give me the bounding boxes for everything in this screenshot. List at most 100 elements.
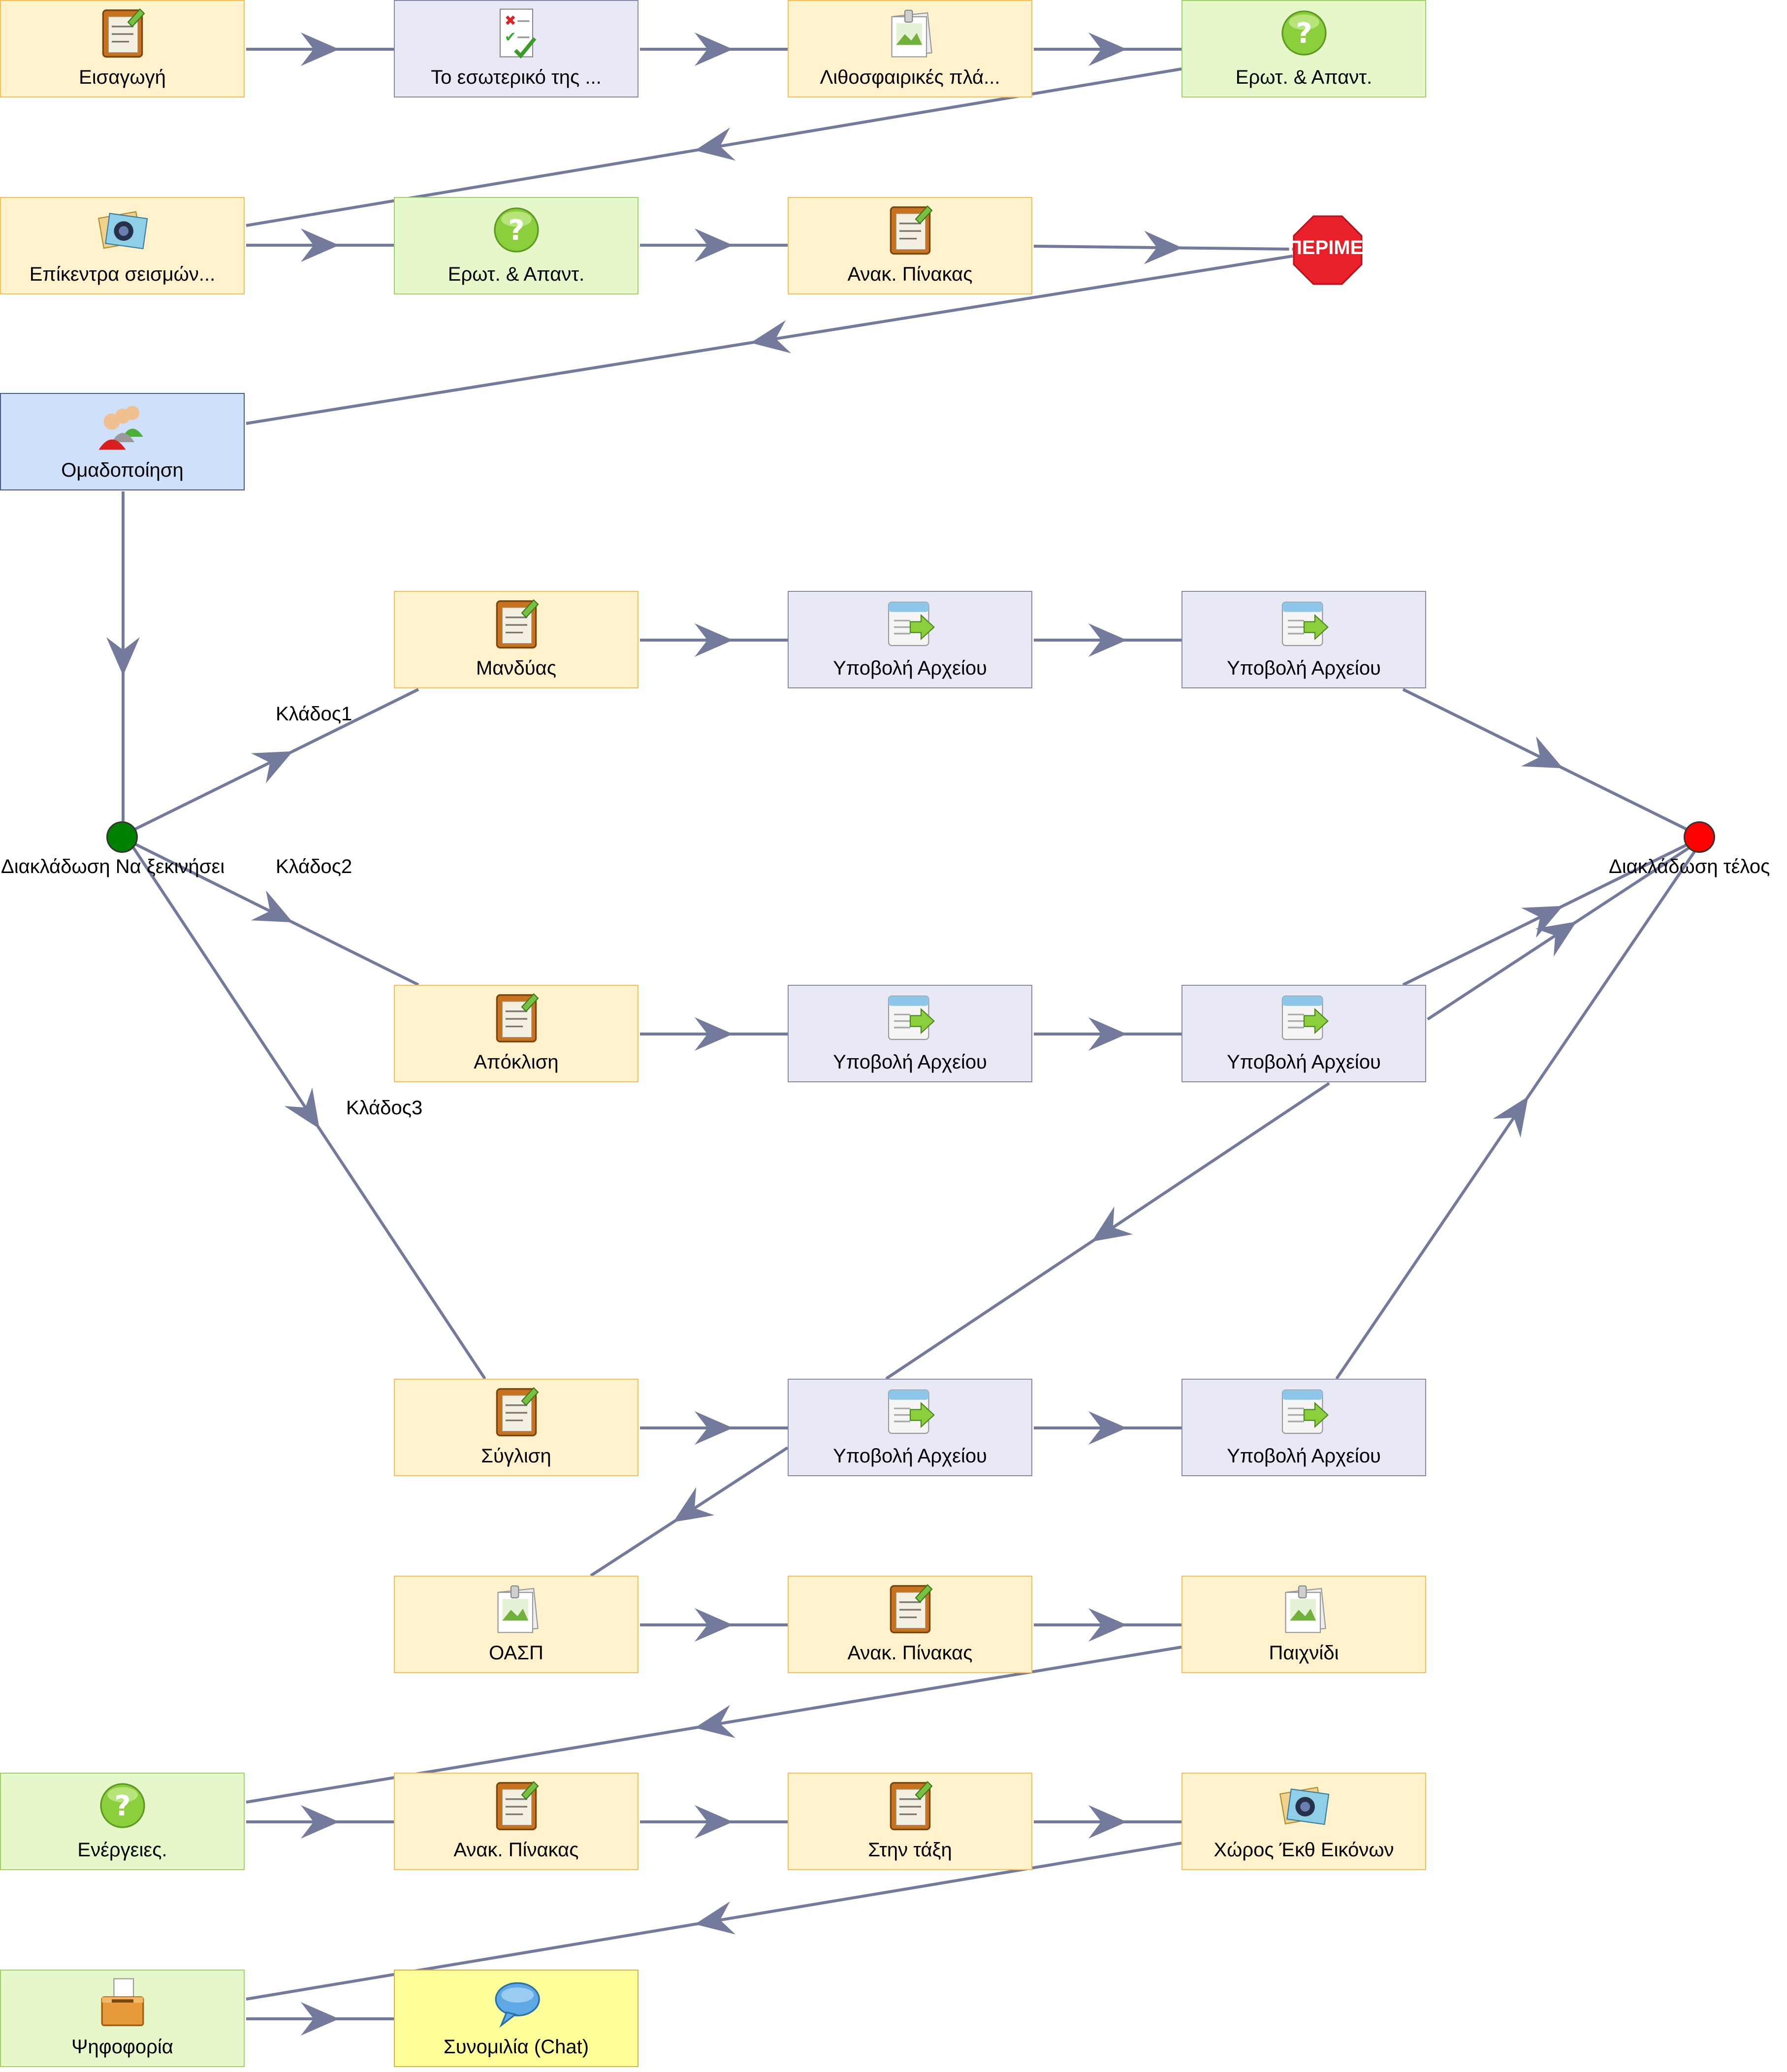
- activity-label: Υποβολή Αρχείου: [833, 1051, 987, 1073]
- connector-arrowhead: [1521, 906, 1563, 938]
- connector-arrowhead: [1088, 1805, 1127, 1839]
- upload-icon: [883, 597, 937, 651]
- svg-text:?: ?: [1296, 17, 1312, 50]
- activity-n19[interactable]: Ανακ. Πίνακας: [788, 1576, 1032, 1673]
- connector-arrowhead: [1088, 1411, 1127, 1445]
- activity-label: Ανακ. Πίνακας: [453, 1839, 579, 1861]
- gallery-icon: [1277, 1779, 1331, 1833]
- question-icon: ?: [96, 1779, 150, 1833]
- stop-label: ΠΕΡΙΜΕΝΕ: [1288, 237, 1368, 259]
- connector-arrowhead: [1088, 1017, 1127, 1051]
- activity-label: Λιθοσφαιρικές πλά...: [820, 66, 1000, 88]
- upload-icon: [1277, 597, 1331, 651]
- connector-arrowhead: [106, 637, 140, 676]
- activity-label: Χώρος Έκθ Εικόνων: [1213, 1839, 1394, 1861]
- activity-label: Σύγλιση: [481, 1445, 551, 1467]
- branch1-label: Κλάδος1: [276, 703, 352, 725]
- svg-text:✔: ✔: [504, 29, 516, 45]
- activity-label: Μανδύας: [476, 657, 556, 679]
- branch-start-label: Διακλάδωση Να ξεκινήσει: [1, 856, 225, 877]
- activity-n16[interactable]: Υποβολή Αρχείου: [788, 1379, 1032, 1476]
- upload-icon: [883, 1385, 937, 1439]
- connector-arrowhead: [301, 228, 339, 262]
- activity-n3[interactable]: Λιθοσφαιρικές πλά...: [788, 0, 1032, 97]
- activity-label: Ομαδοποίηση: [61, 459, 184, 481]
- activity-n8[interactable]: Ομαδοποίηση: [0, 393, 245, 490]
- activity-label: Επίκεντρα σεισμών...: [29, 263, 216, 285]
- branch-start-gateway[interactable]: [106, 821, 138, 853]
- activity-n4[interactable]: ? Ερωτ. & Απαντ.: [1181, 0, 1426, 97]
- branch-end-gateway[interactable]: [1684, 821, 1715, 853]
- activity-n12[interactable]: Απόκλιση: [394, 985, 638, 1082]
- activity-n11[interactable]: Υποβολή Αρχείου: [1181, 591, 1426, 688]
- connector-arrowhead: [695, 32, 733, 66]
- connector-arrowhead: [695, 623, 733, 657]
- notepad-icon: [489, 1385, 543, 1439]
- branch3-label: Κλάδος3: [346, 1097, 423, 1119]
- group-icon: [96, 399, 150, 453]
- activity-n2[interactable]: ✖✔ Το εσωτερικό της ...: [394, 0, 638, 97]
- connector-arrowhead: [1144, 230, 1182, 264]
- upload-icon: [883, 991, 937, 1045]
- notepad-icon: [489, 597, 543, 651]
- activity-n10[interactable]: Υποβολή Αρχείου: [788, 591, 1032, 688]
- connector-arrowhead: [1088, 623, 1127, 657]
- connector-arrowhead: [301, 2002, 339, 2036]
- activity-label: Παιχνίδι: [1269, 1642, 1339, 1664]
- activity-n24[interactable]: Χώρος Έκθ Εικόνων: [1181, 1773, 1426, 1870]
- activity-label: Υποβολή Αρχείου: [1227, 1445, 1381, 1467]
- connector-arrowhead: [695, 1411, 733, 1445]
- activity-n15[interactable]: Σύγλιση: [394, 1379, 638, 1476]
- stop-octagon-icon: [1293, 215, 1363, 285]
- activity-n5[interactable]: Επίκεντρα σεισμών...: [0, 197, 245, 294]
- upload-icon: [1277, 1385, 1331, 1439]
- branch2-label: Κλάδος2: [276, 856, 352, 877]
- activity-n21[interactable]: ? Ενέργειες.: [0, 1773, 245, 1870]
- activity-n13[interactable]: Υποβολή Αρχείου: [788, 985, 1032, 1082]
- connector-arrowhead: [1521, 736, 1563, 769]
- connector-arrowhead: [1091, 1206, 1133, 1242]
- activity-label: Το εσωτερικό της ...: [431, 66, 602, 88]
- notepad-icon: [96, 6, 150, 60]
- connector-arrowhead: [695, 128, 736, 161]
- activity-n26[interactable]: Συνομιλία (Chat): [394, 1970, 638, 2067]
- connector-arrowhead: [695, 1805, 733, 1839]
- activity-n20[interactable]: Παιχνίδι: [1181, 1576, 1426, 1673]
- stop-sign[interactable]: ΠΕΡΙΜΕΝΕ: [1288, 215, 1368, 285]
- connector-arrowhead: [284, 1087, 319, 1129]
- activity-label: Απόκλιση: [474, 1051, 559, 1073]
- activity-label: Ερωτ. & Απαντ.: [1235, 66, 1372, 88]
- question-icon: ?: [1277, 6, 1331, 60]
- image-icon: [883, 6, 937, 60]
- activity-label: Εισαγωγή: [79, 66, 166, 88]
- connector-arrowhead: [673, 1487, 715, 1522]
- notepad-icon: [489, 1779, 543, 1833]
- activity-n22[interactable]: Ανακ. Πίνακας: [394, 1773, 638, 1870]
- notepad-icon: [883, 203, 937, 257]
- activity-label: Ψηφοφορία: [71, 2036, 173, 2058]
- upload-icon: [1277, 991, 1331, 1045]
- activity-n6[interactable]: ?Ερωτ. & Απαντ.: [394, 197, 638, 294]
- activity-n23[interactable]: Στην τάξη: [788, 1773, 1032, 1870]
- activity-n1[interactable]: Εισαγωγή: [0, 0, 245, 97]
- activity-label: Ερωτ. & Απαντ.: [447, 263, 585, 285]
- activity-n25[interactable]: Ψηφοφορία: [0, 1970, 245, 2067]
- connector-arrowhead: [1088, 1608, 1127, 1642]
- connector-arrowhead: [301, 1805, 339, 1839]
- activity-label: Υποβολή Αρχείου: [833, 657, 987, 679]
- activity-n14[interactable]: Υποβολή Αρχείου: [1181, 985, 1426, 1082]
- activity-label: ΟΑΣΠ: [489, 1642, 543, 1664]
- activity-n7[interactable]: Ανακ. Πίνακας: [788, 197, 1032, 294]
- image-icon: [489, 1582, 543, 1636]
- activity-label: Ανακ. Πίνακας: [847, 263, 973, 285]
- activity-n17[interactable]: Υποβολή Αρχείου: [1181, 1379, 1426, 1476]
- connector-arrowhead: [1535, 921, 1577, 957]
- activity-n9[interactable]: Μανδύας: [394, 591, 638, 688]
- activity-n18[interactable]: ΟΑΣΠ: [394, 1576, 638, 1673]
- notepad-icon: [489, 991, 543, 1045]
- activity-label: Ενέργειες.: [77, 1839, 167, 1861]
- edges: [106, 32, 1700, 2036]
- svg-text:✖: ✖: [504, 12, 516, 29]
- connector-arrowhead: [750, 320, 791, 354]
